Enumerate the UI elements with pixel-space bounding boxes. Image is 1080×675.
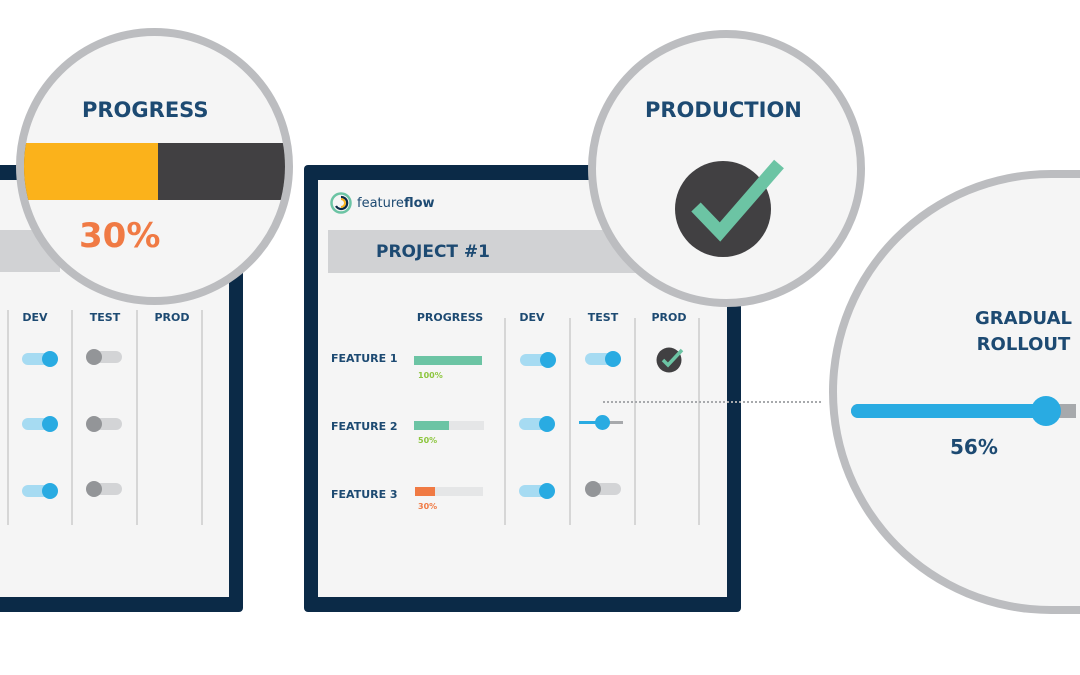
test-toggle[interactable] xyxy=(585,481,621,497)
divider xyxy=(71,310,73,525)
feature-name: FEATURE 2 xyxy=(331,420,398,433)
divider xyxy=(569,318,571,525)
divider xyxy=(634,318,636,525)
feature-name: FEATURE 1 xyxy=(331,352,398,365)
dev-toggle[interactable] xyxy=(519,483,555,499)
progress-value: 30% xyxy=(79,216,161,256)
logo-text-bold: flow xyxy=(403,195,435,211)
divider xyxy=(698,318,700,525)
callout-title: PROGRESS xyxy=(82,98,209,122)
production-callout: PRODUCTION xyxy=(588,30,865,307)
featureflow-logo: featureflow xyxy=(330,192,435,214)
divider xyxy=(7,310,9,525)
progress-bar xyxy=(414,356,482,365)
logo-icon xyxy=(330,192,352,214)
prod-check-icon xyxy=(656,347,684,373)
rollout-value: 56% xyxy=(950,435,998,459)
feature-name: FEATURE 3 xyxy=(331,488,398,501)
test-toggle[interactable] xyxy=(86,349,122,365)
column-header-progress: PROGRESS xyxy=(416,311,484,324)
test-toggle[interactable] xyxy=(585,351,621,367)
dev-toggle[interactable] xyxy=(519,416,555,432)
dev-toggle[interactable] xyxy=(22,351,58,367)
progress-bar-large xyxy=(24,143,285,200)
dev-toggle[interactable] xyxy=(520,352,556,368)
progress-bar xyxy=(414,421,484,430)
test-rollout-slider[interactable] xyxy=(579,415,623,430)
column-header-prod: PROD xyxy=(651,311,687,324)
project-header: PROJECT #1 xyxy=(328,230,658,273)
production-check-icon xyxy=(675,159,784,257)
progress-callout: PROGRESS 30% xyxy=(16,28,293,305)
dotted-connector xyxy=(603,401,821,403)
rollout-slider[interactable] xyxy=(851,396,1076,426)
callout-title-line2: ROLLOUT xyxy=(976,334,1071,355)
progress-label: 100% xyxy=(418,371,443,380)
progress-label: 50% xyxy=(418,436,438,445)
column-header-dev: DEV xyxy=(22,311,48,324)
test-toggle[interactable] xyxy=(86,416,122,432)
logo-text: feature xyxy=(357,195,404,211)
progress-label: 30% xyxy=(418,502,438,511)
divider xyxy=(136,310,138,525)
test-toggle[interactable] xyxy=(86,481,122,497)
divider xyxy=(504,318,506,525)
callout-title: PRODUCTION xyxy=(645,98,802,122)
gradual-rollout-callout: GRADUAL ROLLOUT 56% xyxy=(829,170,1080,614)
column-header-test: TEST xyxy=(89,311,121,324)
callout-title-line1: GRADUAL xyxy=(975,308,1072,329)
dev-toggle[interactable] xyxy=(22,483,58,499)
project-title: PROJECT #1 xyxy=(376,242,491,262)
column-header-test: TEST xyxy=(587,311,619,324)
dev-toggle[interactable] xyxy=(22,416,58,432)
column-header-prod: PROD xyxy=(154,311,190,324)
divider xyxy=(201,310,203,525)
column-header-dev: DEV xyxy=(519,311,545,324)
progress-bar xyxy=(415,487,483,496)
